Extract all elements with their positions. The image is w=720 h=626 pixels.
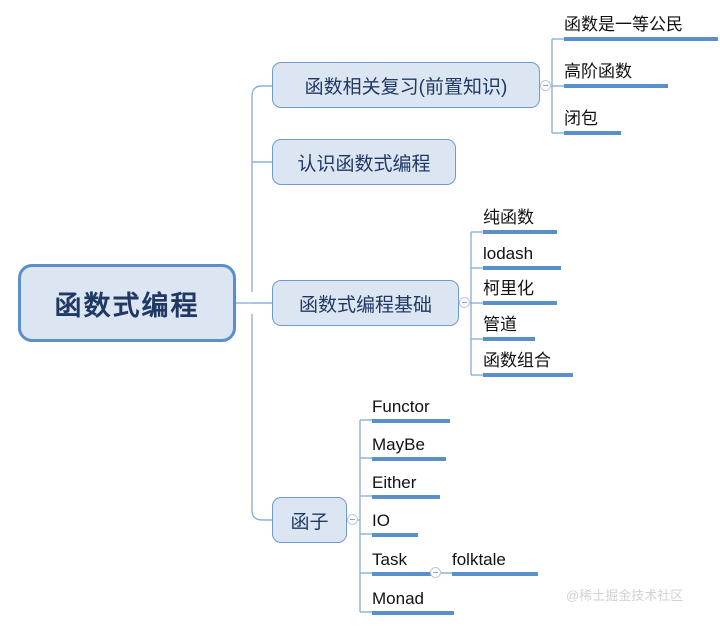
collapse-minus-icon[interactable] <box>459 297 470 308</box>
root-node-label: 函数式编程 <box>54 290 200 321</box>
leaf-node-currying[interactable]: 柯里化 <box>483 278 557 305</box>
leaf-node-io[interactable]: IO <box>372 510 418 537</box>
leaf-underline-bar <box>564 84 668 88</box>
leaf-underline-bar <box>564 131 621 135</box>
leaf-node-folktale[interactable]: folktale <box>452 549 538 576</box>
leaf-node-lodash[interactable]: lodash <box>483 243 561 270</box>
branch-node-functor[interactable]: 函子 <box>272 497 347 543</box>
leaf-node-label: MayBe <box>372 435 425 454</box>
collapse-minus-icon[interactable] <box>540 80 551 91</box>
leaf-underline-bar <box>372 419 450 423</box>
leaf-node-higher-order-function[interactable]: 高阶函数 <box>564 61 668 88</box>
leaf-node-task[interactable]: Task <box>372 549 434 576</box>
root-node[interactable]: 函数式编程 <box>18 264 236 342</box>
collapse-minus-icon[interactable] <box>430 567 441 578</box>
branch-node-label: 函数式编程基础 <box>298 294 432 316</box>
leaf-underline-bar <box>483 337 535 341</box>
leaf-node-label: Either <box>372 473 417 492</box>
leaf-underline-bar <box>452 572 538 576</box>
branch-node-label: 函数相关复习(前置知识) <box>304 76 508 98</box>
leaf-node-label: 高阶函数 <box>564 62 632 81</box>
leaf-underline-bar <box>372 611 454 615</box>
leaf-node-functor[interactable]: Functor <box>372 396 450 423</box>
branch-node-label: 函子 <box>290 511 329 533</box>
collapse-minus-icon[interactable] <box>347 514 358 525</box>
leaf-node-label: 闭包 <box>564 109 598 128</box>
leaf-node-label: lodash <box>483 244 534 263</box>
branch-node-understand-fp[interactable]: 认识函数式编程 <box>272 139 456 185</box>
watermark-text: @稀土掘金技术社区 <box>566 588 684 603</box>
leaf-node-either[interactable]: Either <box>372 472 440 499</box>
branch-node-label: 认识函数式编程 <box>297 153 431 175</box>
leaf-node-function-composition[interactable]: 函数组合 <box>483 350 573 377</box>
leaf-node-label: 柯里化 <box>483 279 534 298</box>
branch-node-function-review[interactable]: 函数相关复习(前置知识) <box>272 62 540 108</box>
leaf-node-label: 管道 <box>483 315 517 334</box>
leaf-underline-bar <box>483 301 557 305</box>
leaf-underline-bar <box>372 457 446 461</box>
leaf-node-label: Monad <box>372 589 424 608</box>
leaf-node-maybe[interactable]: MayBe <box>372 434 446 461</box>
branch-node-fp-basics[interactable]: 函数式编程基础 <box>272 280 459 326</box>
leaf-node-closure[interactable]: 闭包 <box>564 108 621 135</box>
leaf-node-label: 纯函数 <box>483 208 534 227</box>
leaf-underline-bar <box>372 533 418 537</box>
leaf-underline-bar <box>564 37 718 41</box>
leaf-node-label: folktale <box>452 550 506 569</box>
leaf-node-label: 函数组合 <box>483 351 551 370</box>
leaf-node-label: Task <box>372 550 407 569</box>
leaf-underline-bar <box>372 495 440 499</box>
leaf-node-pure-function[interactable]: 纯函数 <box>483 207 557 234</box>
leaf-underline-bar <box>483 373 573 377</box>
leaf-node-label: Functor <box>372 397 430 416</box>
leaf-node-first-class-function[interactable]: 函数是一等公民 <box>564 14 718 41</box>
leaf-underline-bar <box>372 572 434 576</box>
leaf-node-label: IO <box>372 511 390 530</box>
leaf-underline-bar <box>483 230 557 234</box>
leaf-underline-bar <box>483 266 561 270</box>
leaf-node-pipeline[interactable]: 管道 <box>483 314 535 341</box>
leaf-node-monad[interactable]: Monad <box>372 588 454 615</box>
leaf-node-label: 函数是一等公民 <box>564 15 683 34</box>
